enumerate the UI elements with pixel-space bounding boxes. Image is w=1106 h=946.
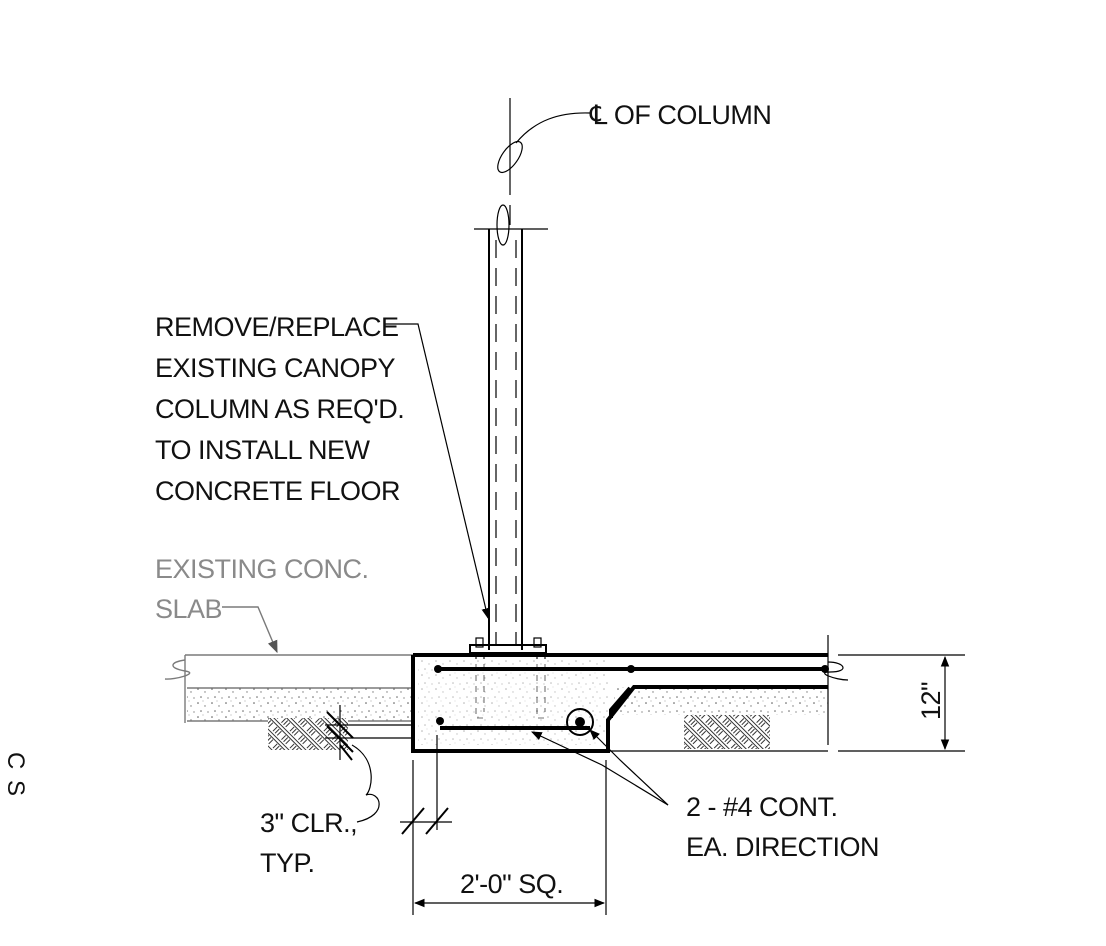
svg-text:SLAB: SLAB [155,594,222,624]
rebar-note: 2 - #4 CONT. EA. DIRECTION [686,792,880,862]
svg-text:TYP.: TYP. [260,848,315,878]
clearance-note: 3" CLR., TYP. [260,808,358,878]
svg-text:CONCRETE FLOOR: CONCRETE FLOOR [155,476,400,506]
svg-text:2 - #4 CONT.: 2 - #4 CONT. [686,792,838,822]
leaders [384,323,669,806]
svg-text:REMOVE/REPLACE: REMOVE/REPLACE [155,312,399,342]
clearance-dimension [325,705,452,915]
svg-text:EA. DIRECTION: EA. DIRECTION [686,832,879,862]
svg-text:C: C [2,752,29,769]
column-centerline [496,98,591,246]
new-footing [411,635,849,753]
svg-text:EXISTING CONC.: EXISTING CONC. [155,554,369,584]
svg-text:S: S [2,780,29,796]
svg-text:TO INSTALL NEW: TO INSTALL NEW [155,435,371,465]
svg-text:EXISTING CANOPY: EXISTING CANOPY [155,353,396,383]
depth-dimension [838,654,965,752]
canopy-column [469,228,548,719]
remove-replace-note: REMOVE/REPLACE EXISTING CANOPY COLUMN AS… [155,312,405,506]
svg-text:3" CLR.,: 3" CLR., [260,808,357,838]
existing-slab [164,606,413,723]
svg-text:COLUMN AS REQ'D.: COLUMN AS REQ'D. [155,394,404,424]
compacted-subgrade [268,715,770,750]
existing-slab-note: EXISTING CONC. SLAB [155,554,369,624]
slab-thickness-label: 12" [916,682,946,720]
sheet-edge-marks: C S [2,752,29,796]
footing-size-label: 2'-0" SQ. [460,869,563,899]
width-dimension [413,760,607,915]
centerline-label: ℄ OF COLUMN [589,100,771,130]
